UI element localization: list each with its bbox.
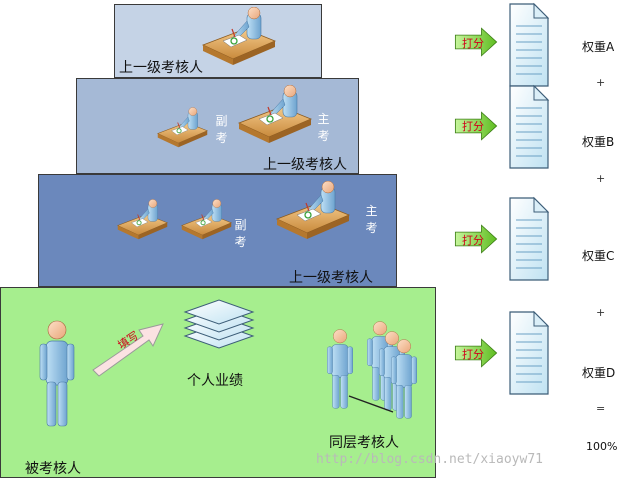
plus-sign: + (596, 76, 606, 89)
score-document-icon (508, 2, 550, 88)
documents-stack-icon (183, 299, 255, 349)
weight-b: 权重B (582, 135, 615, 149)
deputy-reviewer-icon (155, 107, 210, 149)
assessee-person-icon (37, 320, 77, 430)
performance-label: 个人业绩 (187, 373, 243, 389)
tier-third-main-label: 主考 (365, 204, 378, 235)
score-arrow-label: 打分 (462, 120, 484, 133)
tier-third-deputy-label: 副考 (234, 218, 247, 249)
main-reviewer-icon (273, 181, 353, 241)
tier-top-label: 上一级考核人 (119, 60, 203, 76)
tier-second-label: 上一级考核人 (263, 157, 347, 173)
score-document-icon (508, 310, 550, 396)
weight-d: 权重D (582, 366, 616, 380)
tier-top: 上一级考核人 (114, 4, 322, 78)
peers-label: 同层考核人 (329, 435, 399, 451)
assessee-label: 被考核人 (25, 461, 81, 477)
deputy-reviewer-icon (179, 199, 234, 241)
tier-second: 副考 主考 上一级考核人 (76, 78, 359, 174)
score-arrow-label: 打分 (462, 348, 484, 361)
tier-third-label: 上一级考核人 (289, 270, 373, 286)
reviewer-at-desk-icon (199, 7, 279, 67)
deputy-reviewer-icon (115, 199, 170, 241)
score-arrow-label: 打分 (462, 37, 484, 50)
plus-sign: + (596, 172, 606, 185)
score-document-icon (508, 196, 550, 282)
equals-sign: = (596, 402, 606, 415)
weight-a: 权重A (582, 40, 615, 54)
peer-link-icon (348, 395, 394, 413)
tier-second-main-label: 主考 (317, 112, 330, 143)
tier-third: 副考 主考 上一级考核人 (38, 174, 397, 287)
tier-base: 被考核人 填写 个人业绩 同层考核人 (0, 287, 436, 478)
score-arrow-label: 打分 (462, 234, 484, 247)
watermark: http://blog.csdn.net/xiaoyw71 (316, 452, 543, 467)
weight-c: 权重C (582, 249, 615, 263)
tier-second-deputy-label: 副考 (215, 114, 228, 145)
total-percentage: 100% (586, 440, 618, 453)
main-reviewer-icon (235, 85, 315, 145)
score-document-icon (508, 84, 550, 170)
plus-sign: + (596, 306, 606, 319)
fill-in-arrow-icon (92, 323, 164, 377)
